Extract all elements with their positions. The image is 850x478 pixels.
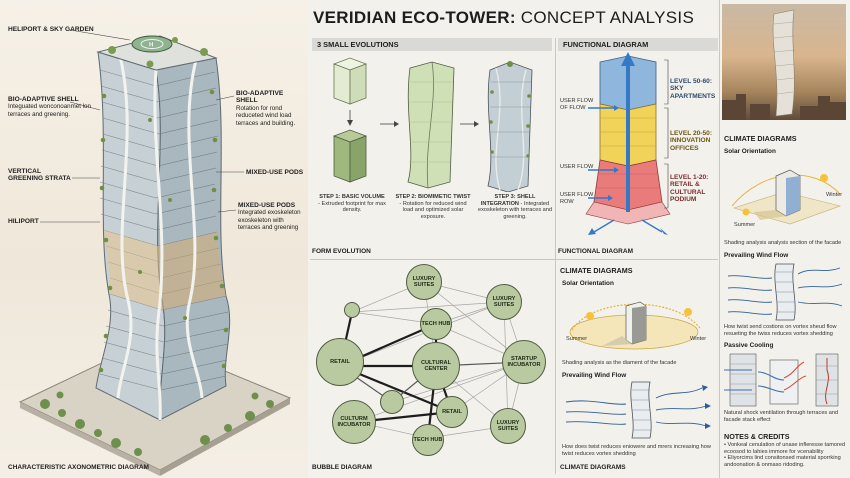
bubble-cultural-center: CULTURAL CENTER: [412, 342, 460, 390]
bubble-node-mid: [380, 390, 404, 414]
bubble-luxury-bottom: LUXURY SUITES: [490, 408, 526, 444]
cooling-diagram: [724, 353, 839, 407]
label-vertical-greening: VERTICAL GREENING STRATA: [8, 168, 71, 183]
bubble-startup: STARTUP INCUBATOR: [502, 340, 546, 384]
render-photo: [722, 4, 846, 120]
wind-diagram-right: [727, 263, 843, 321]
bubble-culturm: CULTURM INCUBATOR: [332, 400, 376, 444]
notes-list: • Vonkeal cenulation of unase infleresse…: [724, 442, 848, 468]
step2-text: STEP 2: BIOMIMETIC TWIST - Rotation for …: [395, 194, 471, 220]
bubble-luxury-top: LUXURY SUITES: [406, 264, 442, 300]
climate-right-summer: Summer: [734, 222, 756, 228]
form-evolution-drawing: [332, 57, 533, 192]
step3-text: STEP 3: SHELL INTEGRATION - Integrated e…: [478, 194, 553, 220]
axonometric-tower-drawing: H: [18, 29, 292, 476]
climate-mid-wind-title: Prevailing Wind Flow: [562, 372, 627, 379]
climate-right-winter: Winter: [826, 192, 843, 198]
climate-right-header: CLIMATE DIAGRAMS: [724, 134, 797, 143]
climate-mid-solar-title: Solar Orientation: [562, 280, 614, 287]
bubble-retail-left: RETAIL: [316, 338, 364, 386]
svg-text:H: H: [149, 43, 153, 49]
bubble-retail-mid: RETAIL: [436, 396, 468, 428]
bubble-tech-hub-top: TECH HUB: [420, 308, 452, 340]
form-evolution-caption: FORM EVOLUTION: [312, 248, 371, 255]
notes-item-1: • Vonkeal cenulation of unase infleresse…: [724, 442, 846, 455]
level-mid-label: LEVEL 20-50: INNOVATION OFFICES: [670, 130, 713, 152]
divider-h-mid: [310, 259, 718, 260]
flow-label-mid: USER FLOW: [560, 164, 594, 170]
wind-diagram-mid: [565, 381, 711, 439]
bubble-node-small: [344, 302, 360, 318]
page-title: VERIDIAN ECO-TOWER: CONCEPT ANALYSIS: [313, 8, 695, 27]
climate-right-shading-text: Shading analysis analysis section of the…: [724, 240, 842, 246]
notes-item-2: • Eliyorcims lind consitonsed material s…: [724, 455, 841, 468]
climate-right-wind-title: Prevailing Wind Flow: [724, 252, 789, 259]
flow-label-bottom: USER FLOW ROW: [560, 192, 594, 205]
solar-diagram-mid: [569, 301, 701, 350]
evolutions-header: 3 SMALL EVOLUTIONS: [312, 38, 552, 51]
climate-right-cooling-text: Natural shock ventilation through terrac…: [724, 410, 839, 423]
solar-diagram-right: [731, 169, 842, 225]
functional-drawing: [585, 52, 671, 235]
bubble-luxury-right: LUXURY SUITES: [486, 284, 522, 320]
climate-mid-wind-text: How does twist reduces eniowere and mrer…: [562, 444, 711, 457]
climate-mid-caption: CLIMATE DIAGRAMS: [560, 464, 626, 471]
label-hiliport: HILIPORT: [8, 218, 39, 225]
climate-mid-winter: Winter: [690, 336, 707, 342]
climate-mid-shading-text: Shading analysis as the diament of the f…: [562, 360, 677, 366]
label-heliport-sky-garden: HELIPORT & SKY GARDEN: [8, 26, 94, 33]
climate-mid-header: CLIMATE DIAGRAMS: [560, 266, 633, 275]
bubble-caption: BUBBLE DIAGRAM: [312, 464, 372, 471]
level-bottom-label: LEVEL 1-20: RETAIL & CULTURAL PODIUM: [670, 174, 709, 204]
climate-right-cooling-title: Passive Cooling: [724, 342, 774, 349]
climate-right-solar-title: Solar Orientation: [724, 148, 776, 155]
functional-caption: FUNCTIONAL DIAGRAM: [558, 248, 633, 255]
divider-v-right: [719, 0, 720, 478]
bubble-tech-hub-bottom: TECH HUB: [412, 424, 444, 456]
axonometric-panel: H HELIPORT & SKY GARDEN BIO-ADAPTIVE SHE…: [0, 0, 308, 478]
functional-header: FUNCTIONAL DIAGRAM: [558, 38, 718, 51]
axonometric-caption: CHARACTERISTIC AXONOMETRIC DIAGRAM: [8, 464, 149, 471]
render-tower-icon: [722, 9, 846, 120]
label-mixed-pods-1: MIXED-USE PODS: [246, 169, 304, 176]
level-top-label: LEVEL 50-60: SKY APARTMENTS: [670, 78, 716, 100]
step1-text: STEP 1: BASIC VOLUME - Extruded footprin…: [318, 194, 386, 214]
divider-v-mid: [555, 38, 556, 474]
notes-header: NOTES & CREDITS: [724, 432, 790, 441]
climate-mid-summer: Summer: [566, 336, 588, 342]
climate-right-wind-text: How twist send costions on vortex sheud …: [724, 324, 837, 337]
flow-label-top: USER FLOW OF FLOW: [560, 98, 594, 111]
